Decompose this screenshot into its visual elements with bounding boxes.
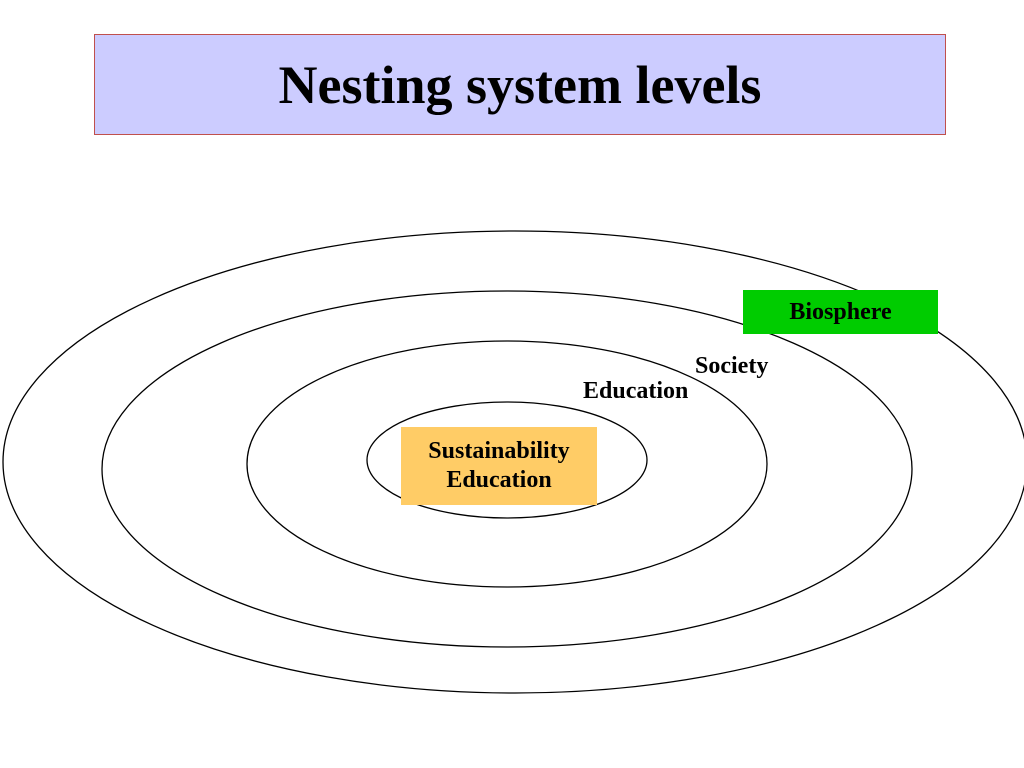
ring-sustainability-education <box>366 401 648 519</box>
ring-biosphere <box>2 230 1024 694</box>
title-box: Nesting system levels <box>94 34 946 135</box>
education-label: Education <box>583 378 689 404</box>
ring-society <box>101 290 913 648</box>
core-label-line-2: Education <box>446 467 552 493</box>
biosphere-label-box: Biosphere <box>743 290 938 334</box>
slide-title: Nesting system levels <box>278 54 762 115</box>
sustainability-education-box: Sustainability Education <box>401 427 597 505</box>
core-label-line-1: Sustainability <box>428 438 570 465</box>
ring-education <box>246 340 768 588</box>
society-label: Society <box>695 353 769 379</box>
